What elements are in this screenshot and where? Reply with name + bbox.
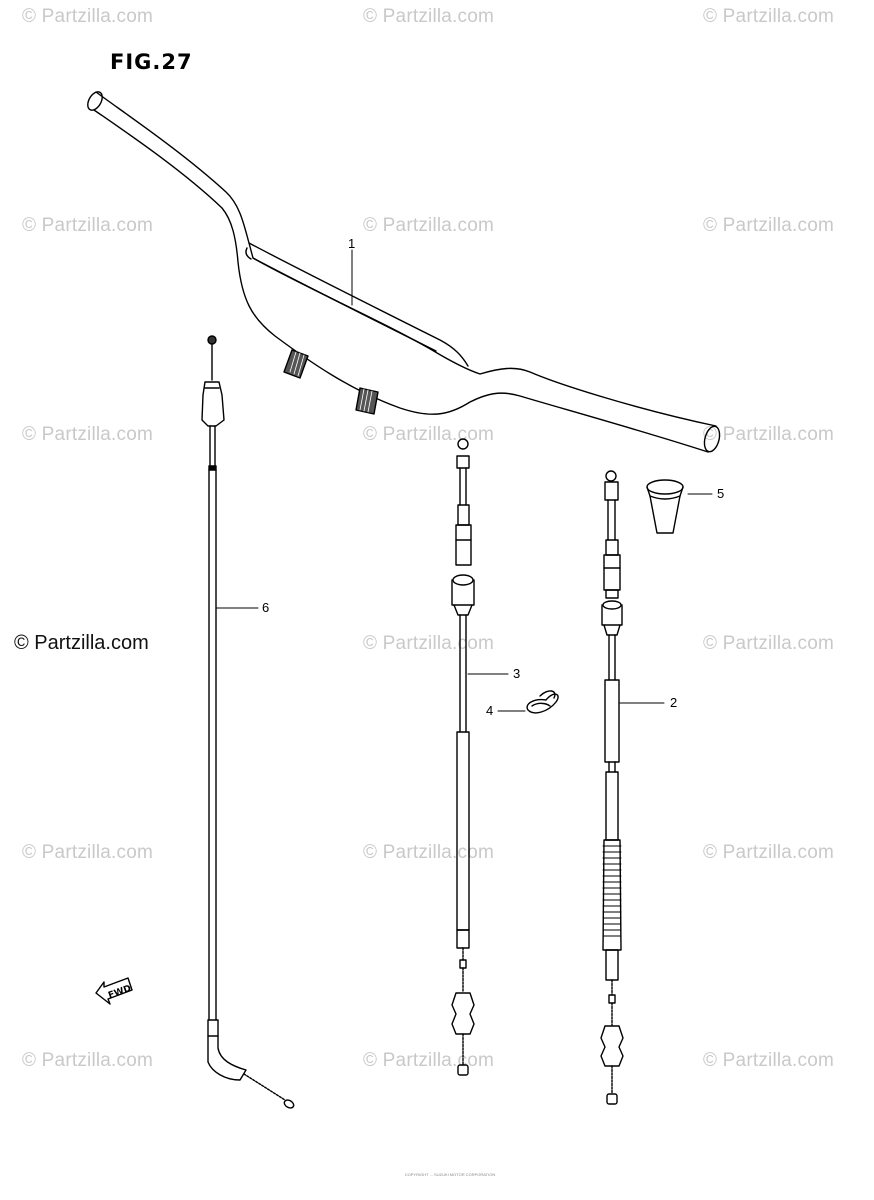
watermark: © Partzilla.com [22, 215, 154, 236]
handlebar [87, 91, 721, 453]
callout-5: 5 [717, 486, 725, 501]
callout-6: 6 [262, 600, 270, 615]
cable-2 [600, 470, 624, 1105]
figure-title: FIG.27 [110, 50, 193, 74]
watermark: © Partzilla.com [703, 424, 835, 445]
watermark: © Partzilla.com [363, 6, 495, 27]
callout-1: 1 [348, 236, 356, 251]
watermark: © Partzilla.com [703, 842, 835, 863]
watermark: © Partzilla.com [22, 6, 154, 27]
cable-6 [201, 335, 295, 1109]
watermark: © Partzilla.com [363, 633, 495, 654]
fwd-arrow-icon [95, 977, 133, 1005]
watermark: © Partzilla.com [363, 215, 495, 236]
callout-3: 3 [513, 666, 521, 681]
cable-3 [451, 438, 475, 1076]
watermark: © Partzilla.com [703, 6, 835, 27]
watermark: © Partzilla.com [703, 633, 835, 654]
watermark: © Partzilla.com [363, 842, 495, 863]
watermark: © Partzilla.com [703, 1050, 835, 1071]
callout-4: 4 [486, 703, 494, 718]
watermark: © Partzilla.com [22, 1050, 154, 1071]
watermark: © Partzilla.com [703, 215, 835, 236]
clamp-4 [526, 690, 559, 714]
watermark: © Partzilla.com [22, 842, 154, 863]
brand-mark: © Partzilla.com [14, 632, 149, 654]
watermark: © Partzilla.com [22, 424, 154, 445]
callout-2: 2 [670, 695, 678, 710]
copyright-note: COPYRIGHT ... SUZUKI MOTOR CORPORATION [404, 1172, 496, 1177]
watermark: © Partzilla.com [363, 1050, 495, 1071]
boot-5 [646, 479, 684, 534]
